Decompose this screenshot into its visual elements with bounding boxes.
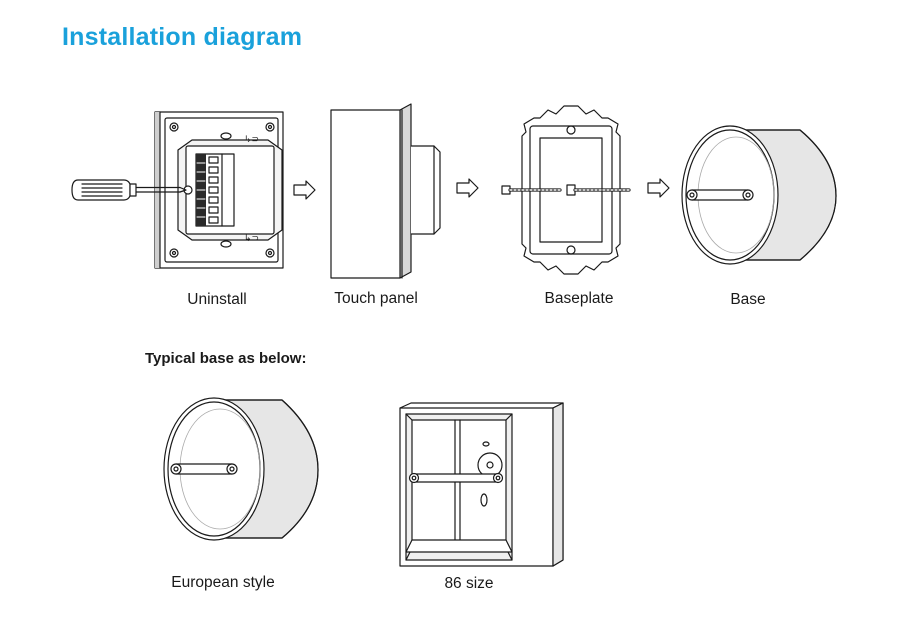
caption-base: Base <box>730 291 766 308</box>
arrow-right-icon <box>293 180 316 200</box>
caption-86-size: 86 size <box>444 575 494 592</box>
european-base-illustration <box>163 397 319 541</box>
svg-text:↳⊃: ↳⊃ <box>244 233 259 243</box>
page-title: Installation diagram <box>62 23 303 51</box>
baseplate-illustration <box>501 105 631 275</box>
screw-icon <box>501 185 562 195</box>
86-box-illustration <box>399 402 564 567</box>
touch-panel-illustration <box>330 103 441 279</box>
screwdriver-icon <box>71 179 187 201</box>
typical-base-heading: Typical base as below: <box>145 350 307 367</box>
arrow-right-icon <box>647 178 670 198</box>
base-illustration <box>681 125 837 265</box>
screw-icon <box>566 184 631 196</box>
caption-touch-panel: Touch panel <box>334 290 418 307</box>
uninstall-illustration: ↳⊃ ↳⊃ <box>71 111 284 269</box>
svg-text:↳⊃: ↳⊃ <box>244 134 259 144</box>
terminal-block-icon <box>195 153 235 227</box>
caption-european-style: European style <box>171 574 275 591</box>
caption-baseplate: Baseplate <box>544 290 614 307</box>
arrow-right-icon <box>456 178 479 198</box>
caption-uninstall: Uninstall <box>187 291 247 308</box>
